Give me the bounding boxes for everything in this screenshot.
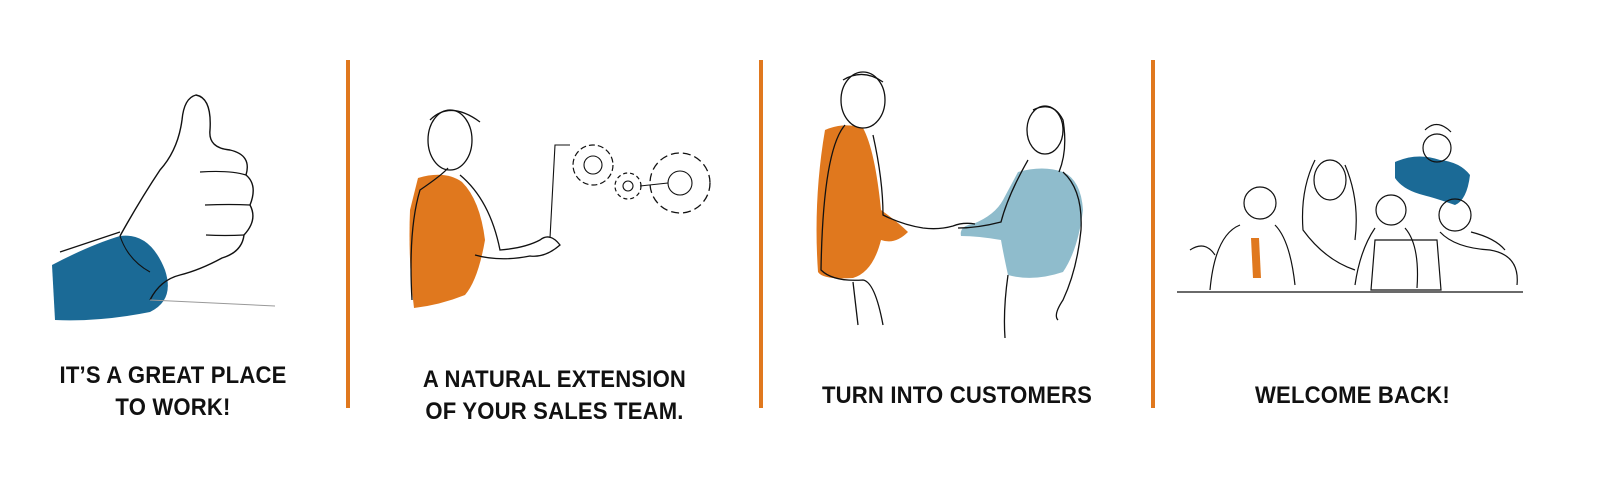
feature-panel-great-place: IT’S A GREAT PLACE TO WORK! xyxy=(0,0,346,497)
panel-divider xyxy=(1151,60,1155,408)
feature-panel-sales-team: A NATURAL EXTENSION OF YOUR SALES TEAM. xyxy=(350,0,759,497)
caption-line: IT’S A GREAT PLACE xyxy=(59,362,287,389)
panel-caption: IT’S A GREAT PLACE TO WORK! xyxy=(14,360,332,424)
caption-line: TURN INTO CUSTOMERS xyxy=(821,382,1093,409)
panel-caption: WELCOME BACK! xyxy=(1171,380,1534,412)
caption-line: A NATURAL EXTENSION xyxy=(422,366,687,393)
feature-panel-customers: TURN INTO CUSTOMERS xyxy=(763,0,1151,497)
team-meeting-icon xyxy=(1155,0,1550,340)
panel-divider xyxy=(346,60,350,408)
panel-divider xyxy=(759,60,763,408)
caption-line: OF YOUR SALES TEAM. xyxy=(425,398,684,425)
gears-icon xyxy=(409,0,759,308)
feature-panel-welcome-back: WELCOME BACK! xyxy=(1155,0,1550,497)
caption-line: TO WORK! xyxy=(115,394,231,421)
handshake-icon xyxy=(816,0,1083,340)
panel-caption: TURN INTO CUSTOMERS xyxy=(779,380,1136,412)
caption-line: WELCOME BACK! xyxy=(1255,382,1450,409)
thumbs-up-icon xyxy=(52,0,346,321)
panel-caption: A NATURAL EXTENSION OF YOUR SALES TEAM. xyxy=(366,364,742,428)
